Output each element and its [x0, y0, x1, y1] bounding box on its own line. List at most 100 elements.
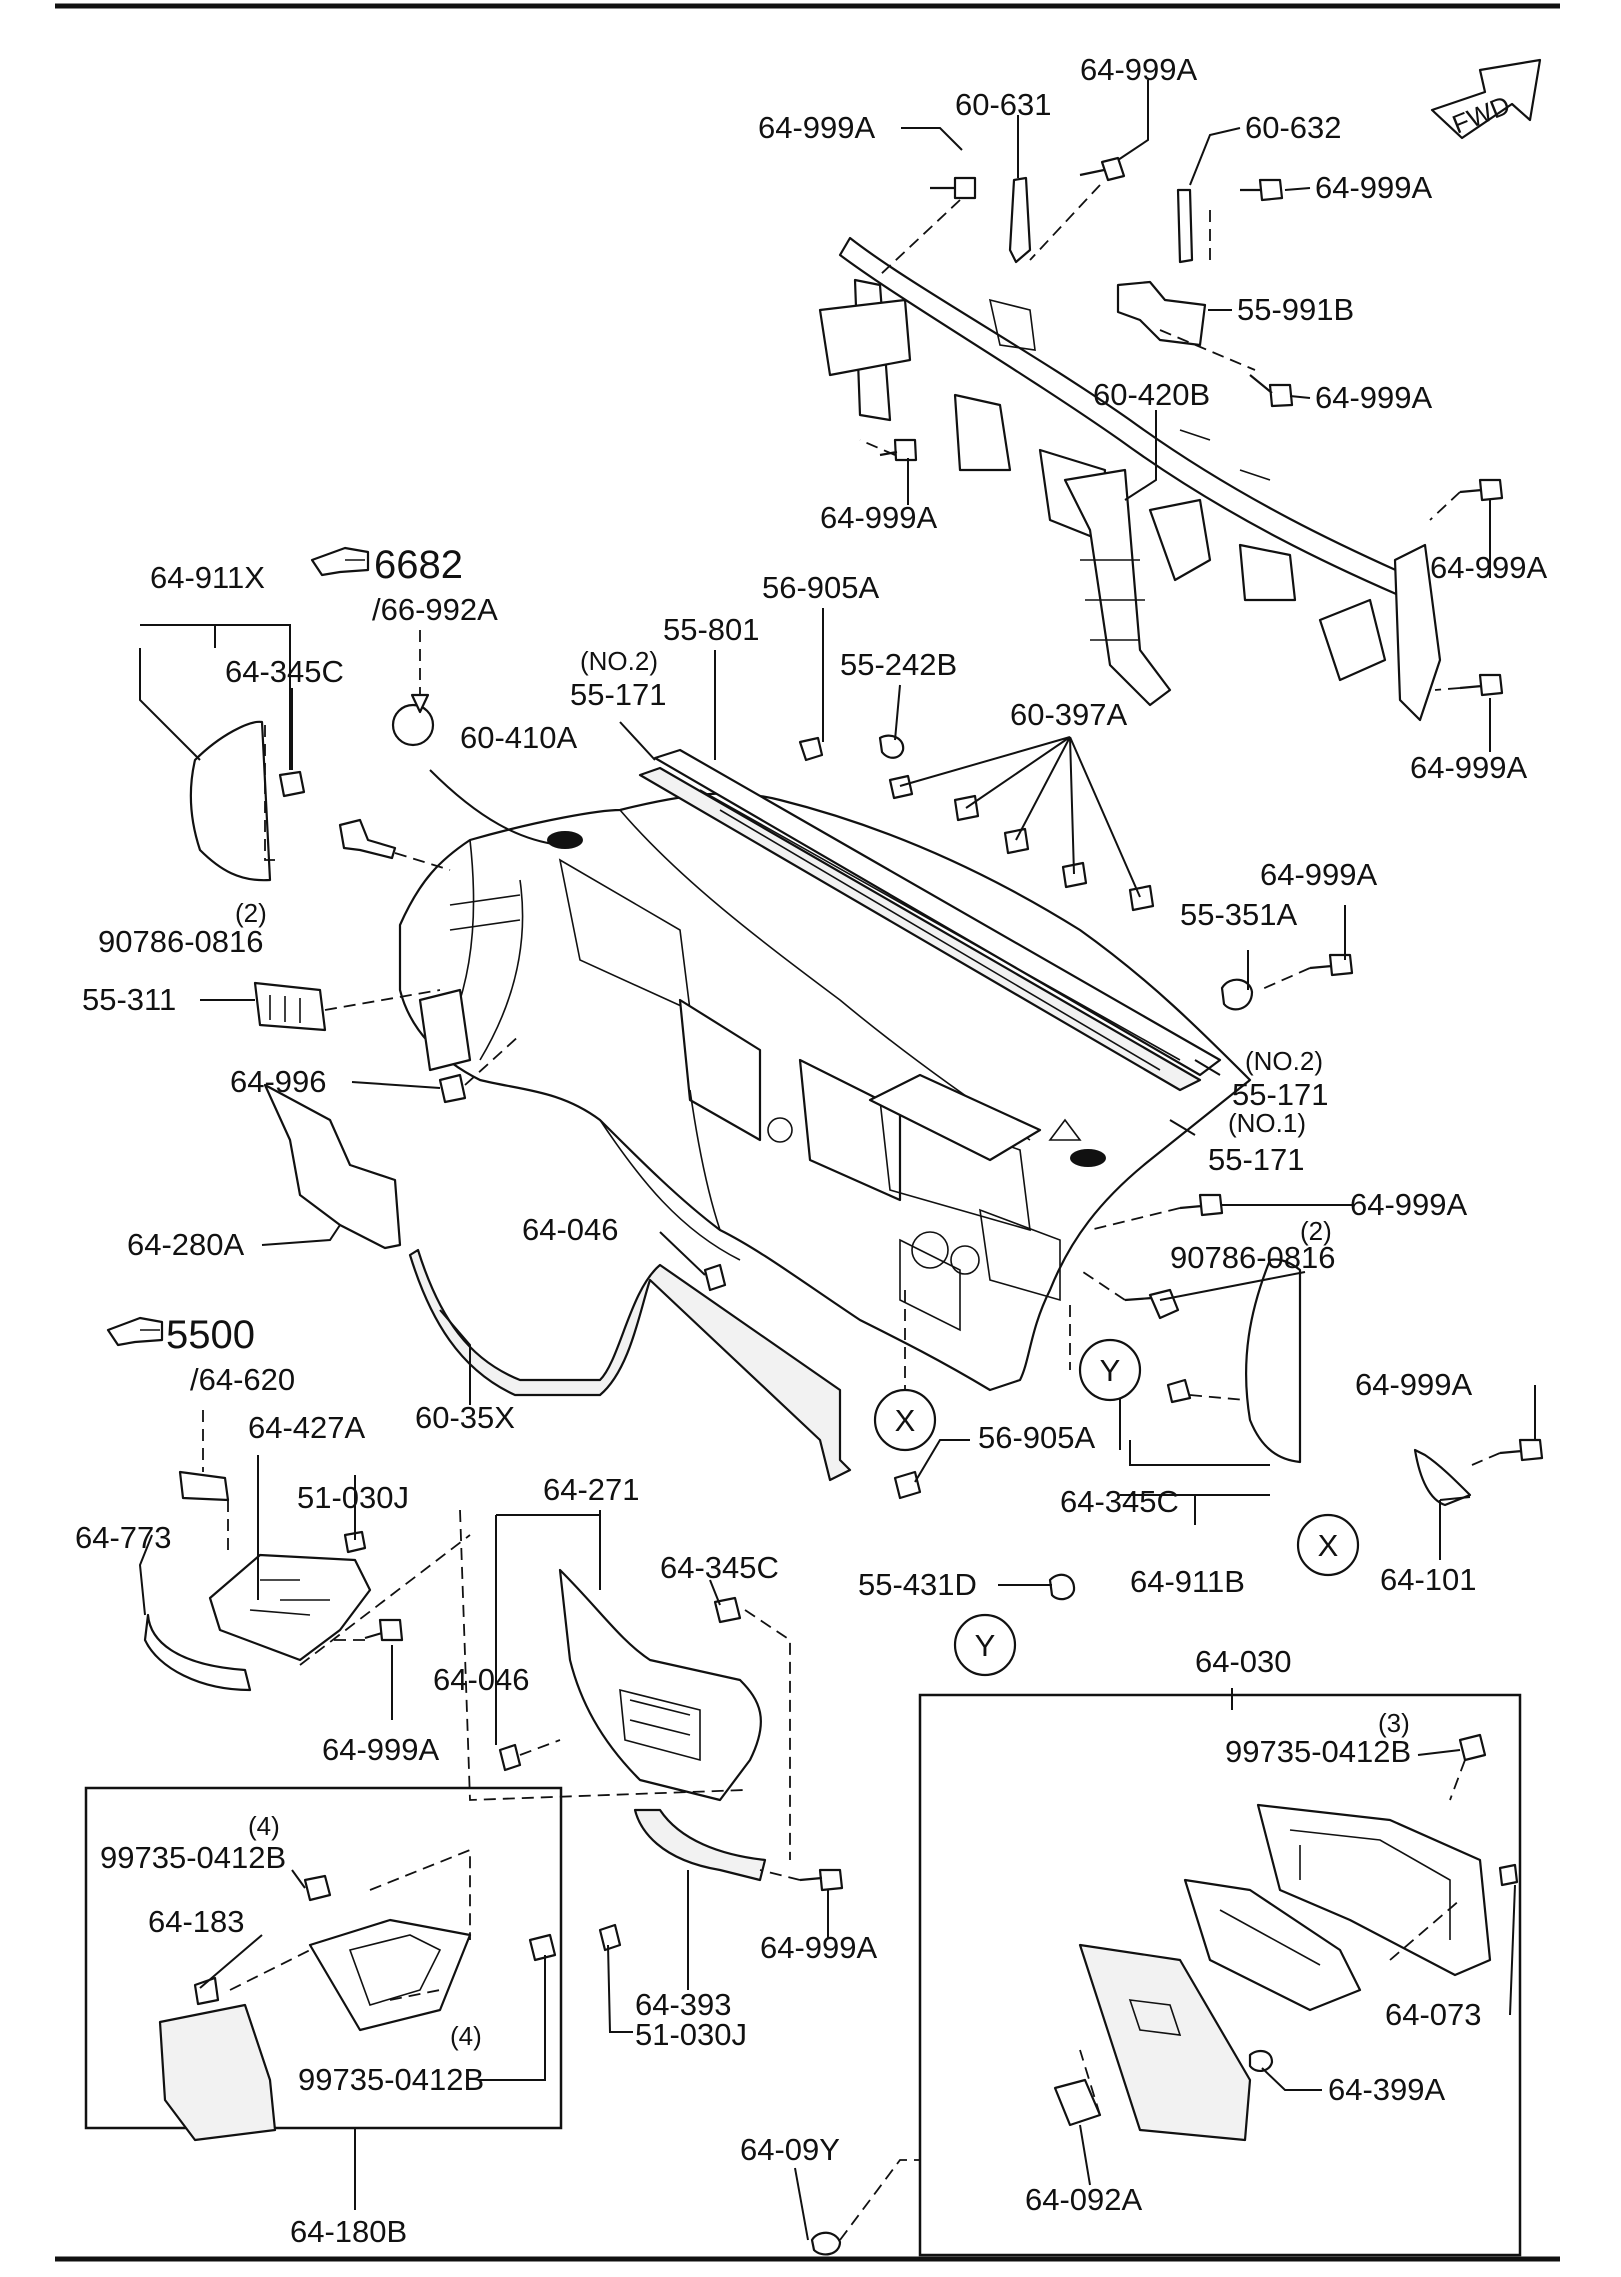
- callout-64-773: 64-773: [75, 1520, 172, 1555]
- callout-60-631: 60-631: [955, 87, 1052, 122]
- bumper-64-073: [1498, 1863, 1519, 1887]
- callout-55-311: 55-311: [82, 982, 176, 1017]
- marker-y-mid: Y: [1078, 1338, 1142, 1402]
- callout-64-046: 64-046: [522, 1212, 619, 1247]
- ref-5500: 5500: [166, 1313, 255, 1357]
- ref-5500-sub: /64-620: [190, 1362, 295, 1397]
- callout-64-999A: 64-999A: [1355, 1367, 1473, 1402]
- knee-cover-64-280A: [263, 1083, 402, 1250]
- clip-64-345C-mid: [713, 1596, 742, 1624]
- latch-64-092A: [1053, 2078, 1102, 2127]
- glove-box-inner: [1256, 1803, 1492, 1977]
- callout-55-431D: 55-431D: [858, 1567, 977, 1602]
- connector-group-60-397A: [888, 736, 1155, 912]
- callout-64-073: 64-073: [1385, 1997, 1482, 2032]
- stopper-64-399A: [1248, 2049, 1274, 2072]
- callout-64-046: 64-046: [433, 1662, 530, 1697]
- dashboard-panel: [398, 792, 1252, 1392]
- callout-55-991B: 55-991B: [1237, 292, 1354, 327]
- svg-text:Y: Y: [1100, 1353, 1121, 1388]
- callout-55-171: 55-171: [1232, 1077, 1329, 1112]
- callout-60-410A: 60-410A: [460, 720, 578, 755]
- callout-51-030J: 51-030J: [635, 2017, 747, 2052]
- box-64-180B: [84, 1786, 563, 2130]
- callout-55-801: 55-801: [663, 612, 760, 647]
- grommet-6682: [391, 703, 435, 747]
- callout-64-999A: 64-999A: [1410, 750, 1528, 785]
- callout-64-996: 64-996: [230, 1064, 327, 1099]
- callout-no1: (NO.1): [1228, 1108, 1306, 1138]
- callout-64-999A: 64-999A: [758, 110, 876, 145]
- marker-x-right: X: [1296, 1513, 1360, 1577]
- glove-box-lid: [1078, 1943, 1252, 2142]
- bulb-55-431D: [1048, 1573, 1076, 1601]
- callout-64-183: 64-183: [148, 1904, 245, 1939]
- callout-64-427A: 64-427A: [248, 1410, 366, 1445]
- box-64-030: [918, 1693, 1522, 2257]
- callout-64-180B: 64-180B: [290, 2214, 407, 2249]
- screw-99735-0412B-a: [303, 1874, 332, 1902]
- bolt-group-64-999A: [364, 156, 1544, 1892]
- callout-qty-2: (2): [1300, 1216, 1332, 1246]
- callout-qty-3: (3): [1378, 1708, 1410, 1738]
- callout-64-345C: 64-345C: [660, 1550, 779, 1585]
- callout-55-242B: 55-242B: [840, 647, 957, 682]
- clip-64-996: [438, 1073, 467, 1104]
- bolt-90786-0816-right: [1124, 1288, 1180, 1320]
- fwd-arrow-icon: FWD: [1430, 58, 1542, 140]
- callout-60-420B: 60-420B: [1093, 377, 1210, 412]
- callout-64-280A: 64-280A: [127, 1227, 245, 1262]
- callout-64-101: 64-101: [1380, 1562, 1477, 1597]
- callout-no2: (NO.2): [1245, 1046, 1323, 1076]
- marker-y-low: Y: [953, 1613, 1017, 1677]
- pointer-hand-icon-6682: [310, 546, 370, 577]
- callout-55-351A: 55-351A: [1180, 897, 1298, 932]
- fastener-64-046-low: [498, 1743, 522, 1772]
- svg-text:Y: Y: [975, 1628, 996, 1663]
- switch-panel-55-311: [253, 981, 327, 1032]
- callout-51-030J: 51-030J: [297, 1480, 409, 1515]
- tray-64-180B: [308, 1918, 472, 2032]
- callout-qty-4: (4): [450, 2021, 482, 2051]
- screw-99735-0412B-r: [1458, 1733, 1487, 1762]
- clip-64-345C-left: [278, 770, 306, 798]
- callout-qty-4: (4): [248, 1811, 280, 1841]
- callout-60-397A: 60-397A: [1010, 697, 1128, 732]
- leader-lines: [138, 80, 1536, 2241]
- callout-64-092A: 64-092A: [1025, 2182, 1143, 2217]
- cover-5500: [178, 1470, 230, 1502]
- callout-99735-0412B: 99735-0412B: [298, 2062, 484, 2097]
- callout-56-905A: 56-905A: [762, 570, 880, 605]
- ref-6682-sub: /66-992A: [372, 592, 498, 627]
- callout-64-999A: 64-999A: [760, 1930, 878, 1965]
- callout-no2: (NO.2): [580, 646, 658, 676]
- bracket-64-101: [1413, 1448, 1472, 1507]
- callout-99735-0412B: 99735-0412B: [100, 1840, 286, 1875]
- callout-64-09Y: 64-09Y: [740, 2132, 840, 2167]
- callout-60-632: 60-632: [1245, 110, 1342, 145]
- damper-64-09Y: [810, 2231, 842, 2256]
- callout-64-911X: 64-911X: [150, 560, 265, 595]
- glove-box-frame: [1183, 1878, 1362, 2012]
- cross-member-beam: [818, 236, 1442, 722]
- callout-55-171: 55-171: [570, 677, 667, 712]
- dashed-assembly-lines: [202, 184, 1501, 2241]
- callout-64-999A: 64-999A: [1080, 52, 1198, 87]
- callout-64-999A: 64-999A: [322, 1732, 440, 1767]
- bracket-60-631: [1008, 176, 1032, 264]
- trim-64-393: [633, 1808, 767, 1882]
- callout-qty-2: (2): [235, 898, 267, 928]
- callout-64-999A: 64-999A: [1430, 550, 1548, 585]
- callout-64-999A: 64-999A: [1350, 1187, 1468, 1222]
- callout-56-905A: 56-905A: [978, 1420, 1096, 1455]
- callout-64-030: 64-030: [1195, 1644, 1292, 1679]
- switch-bracket-64-427A: [208, 1553, 372, 1662]
- callout-64-999A: 64-999A: [1315, 380, 1433, 415]
- clip-56-905A-top: [798, 736, 824, 762]
- svg-text:X: X: [1318, 1528, 1339, 1563]
- callout-64-345C: 64-345C: [1060, 1484, 1179, 1519]
- bolt-90786-0816-left: [338, 818, 397, 860]
- callout-64-345C: 64-345C: [225, 654, 344, 689]
- svg-text:X: X: [895, 1403, 916, 1438]
- marker-x-mid: X: [873, 1388, 937, 1452]
